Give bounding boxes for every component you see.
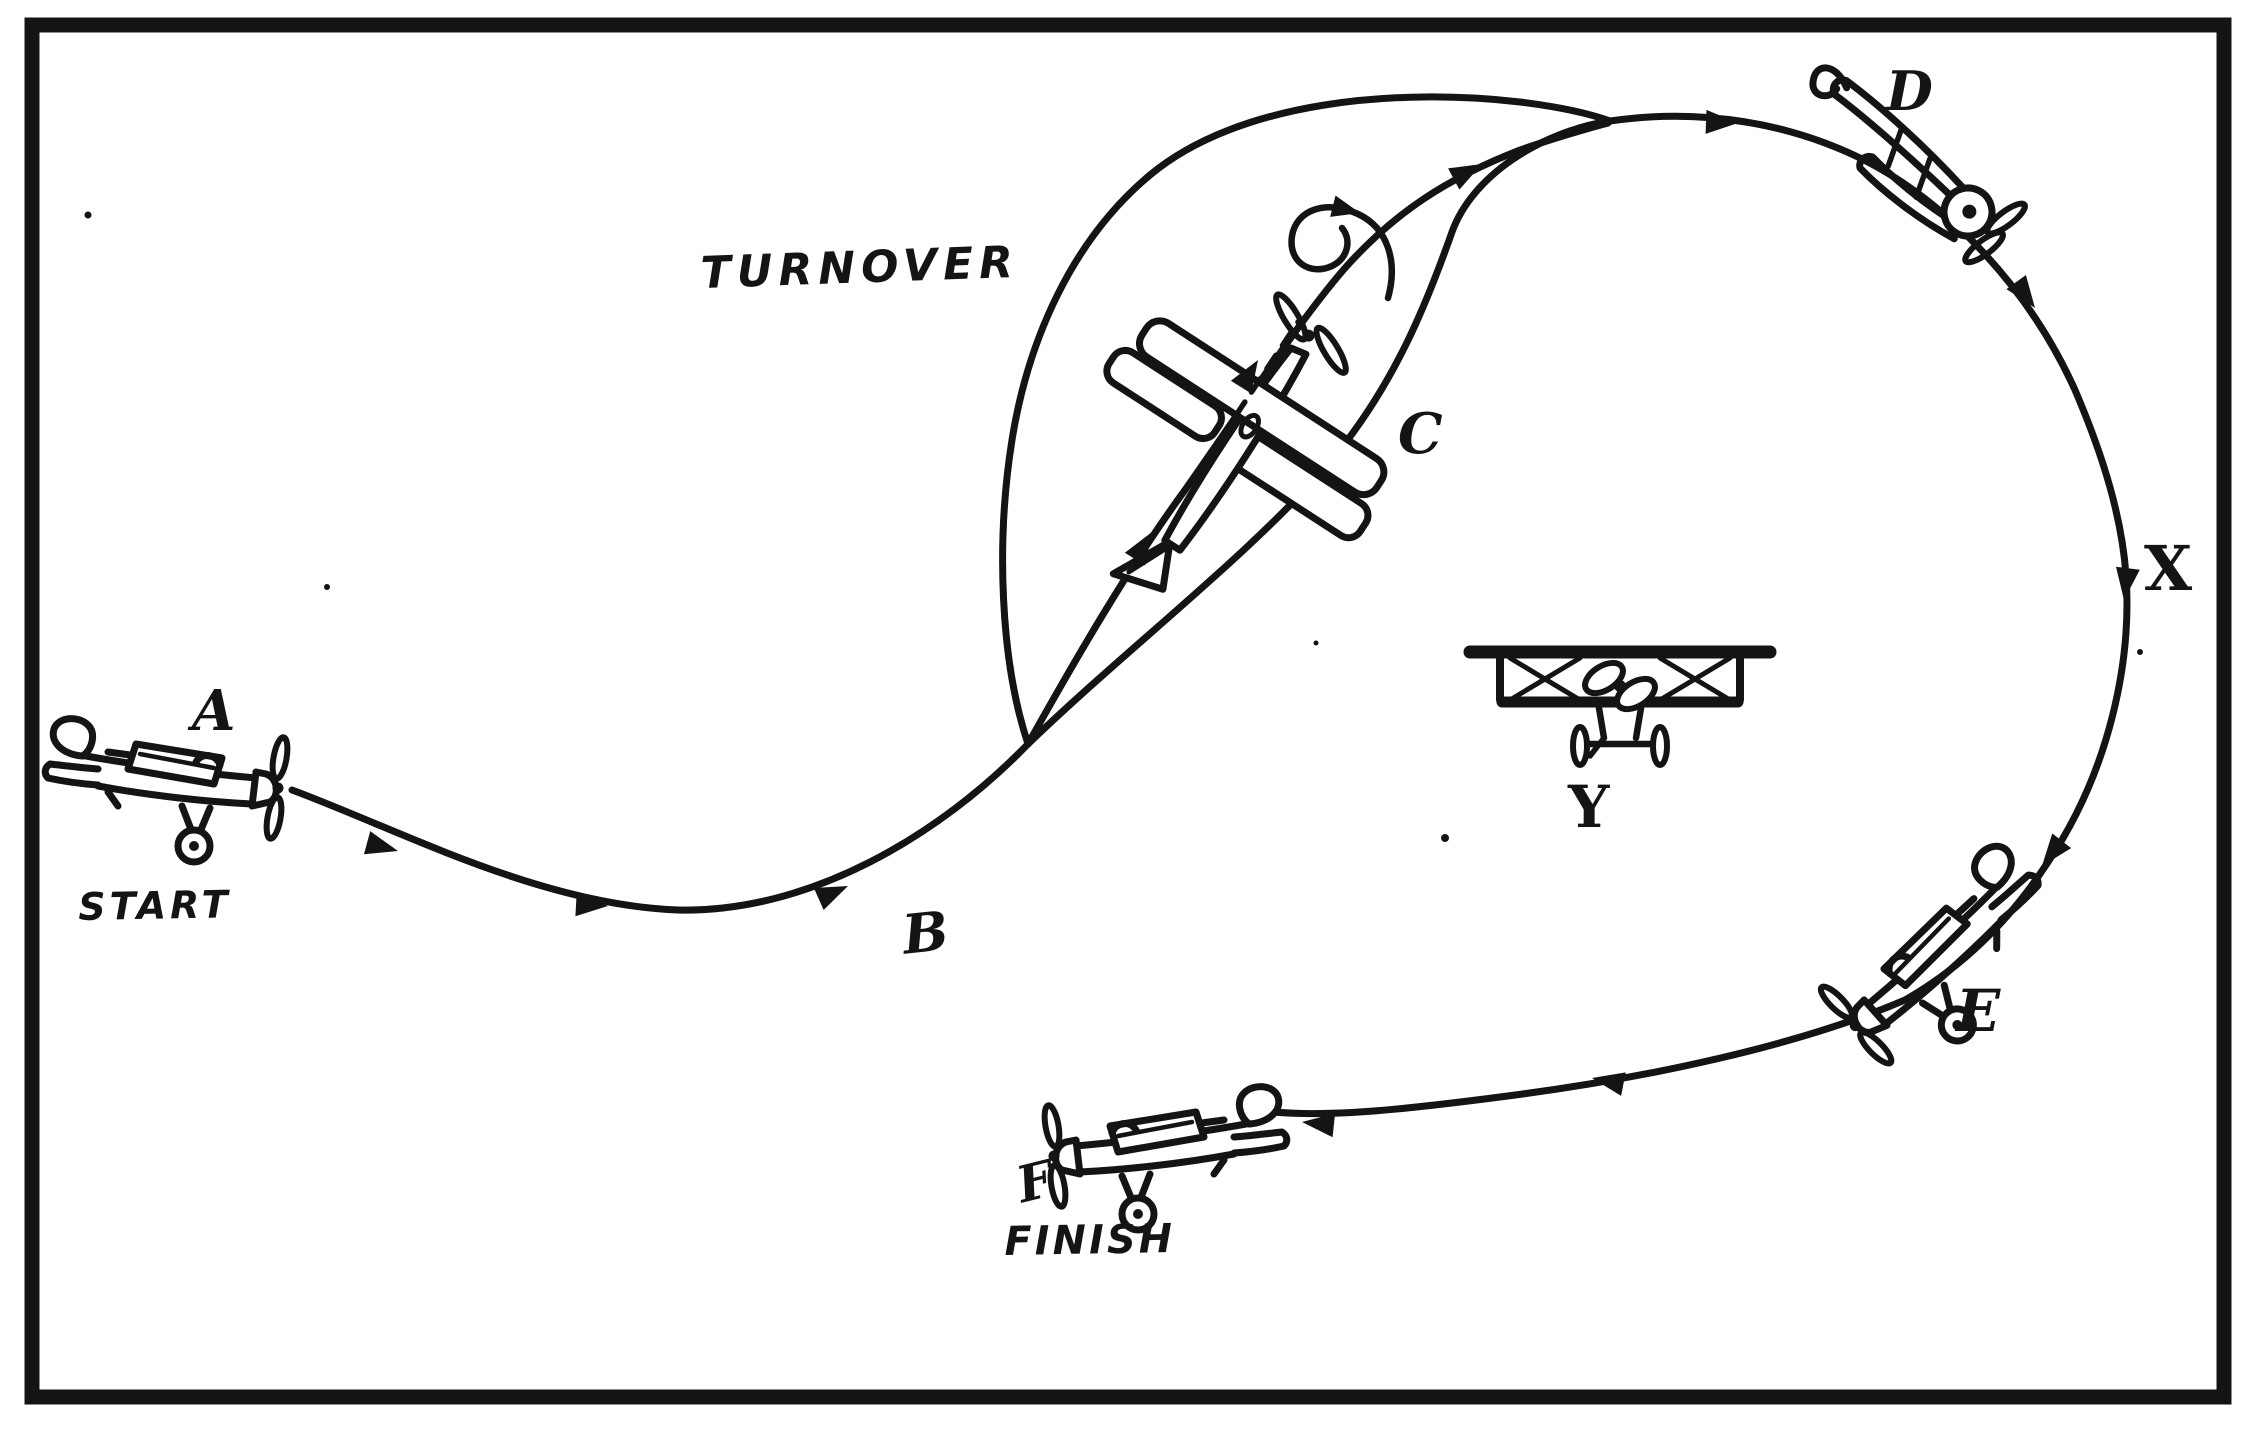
arrowhead-icon xyxy=(1124,532,1152,566)
arrowhead-icon xyxy=(2115,566,2140,600)
rotation-arrow-icon xyxy=(1288,203,1395,302)
start-caption: START xyxy=(77,882,232,929)
point-label-e: E xyxy=(1956,977,2001,1045)
arrowhead-icon xyxy=(1705,109,1738,134)
border-frame xyxy=(24,17,2232,1405)
arrowhead-icon xyxy=(2042,833,2072,866)
path-loop-axis xyxy=(1024,119,1612,748)
arrowhead-icon xyxy=(575,892,608,917)
path-loop-left xyxy=(999,93,1614,748)
arrowhead-icon xyxy=(1330,195,1360,217)
frontview-airplane-y-icon xyxy=(1463,645,1777,768)
direction-arrowheads xyxy=(363,109,2140,1138)
point-label-b: B xyxy=(899,898,952,967)
point-label-y: Y xyxy=(1568,773,1610,841)
finish-caption: FINISH xyxy=(1003,1216,1176,1265)
path-start-to-b xyxy=(288,740,1032,914)
point-label-c: C xyxy=(1398,401,1443,467)
ink-specks xyxy=(84,211,2143,842)
arrowhead-icon xyxy=(1448,164,1482,190)
path-loop-right xyxy=(1024,117,1614,748)
arrowhead-icon xyxy=(813,886,848,910)
arrowhead-icon xyxy=(363,831,398,855)
turnover-airplane-icon xyxy=(1103,291,1388,593)
point-label-a: A xyxy=(192,678,236,744)
finish-airplane-icon xyxy=(1042,1087,1287,1230)
banking-airplane-d-icon xyxy=(1809,64,2028,266)
arrowhead-icon xyxy=(2006,275,2035,308)
start-airplane-icon xyxy=(45,719,290,862)
arrowhead-icon xyxy=(1230,360,1258,394)
flight-path-lines xyxy=(288,93,2131,1118)
point-label-d: D xyxy=(1886,59,1933,123)
arrowhead-icon xyxy=(1302,1113,1336,1138)
maneuver-title: TURNOVER xyxy=(699,236,1020,299)
path-d-x-e-finish xyxy=(1270,112,2131,1118)
point-label-x: X xyxy=(2144,532,2193,605)
arrowhead-icon xyxy=(1592,1072,1626,1096)
diving-airplane-e-icon xyxy=(1806,835,2089,1093)
